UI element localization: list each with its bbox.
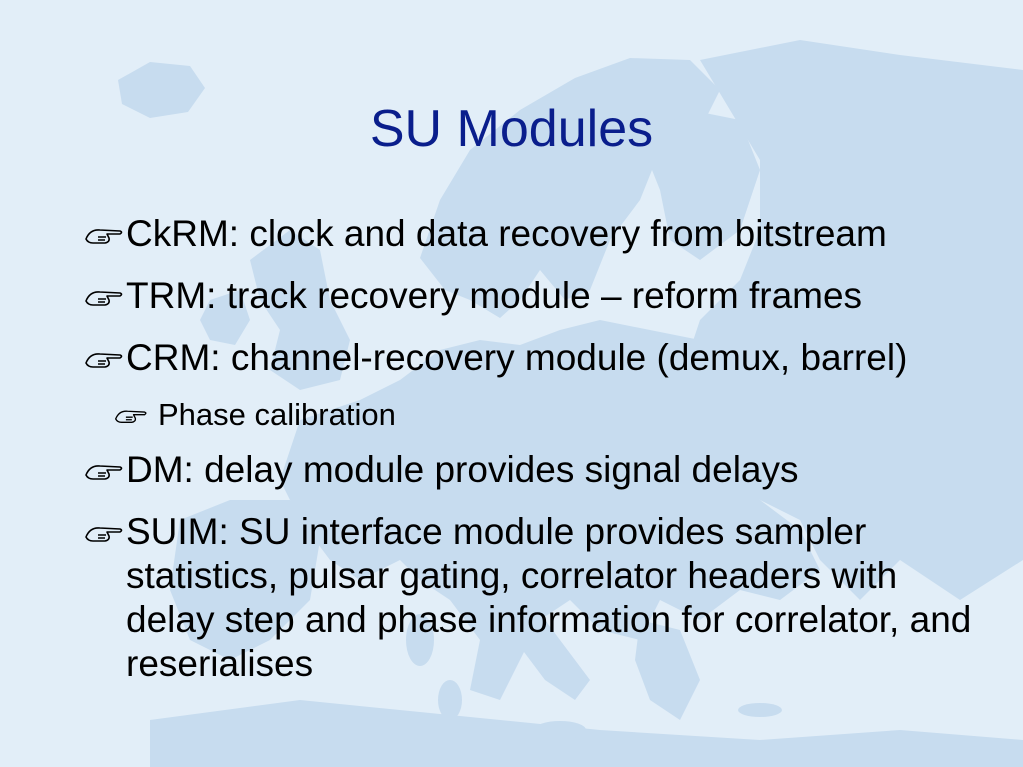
pointing-hand-icon — [85, 465, 123, 480]
bullet-item: CRM: channel-recovery module (demux, bar… — [84, 336, 984, 380]
bullet-item: DM: delay module provides signal delays — [84, 448, 984, 492]
pointing-hand-icon — [85, 527, 123, 542]
bullet-list: CkRM: clock and data recovery from bitst… — [84, 212, 984, 704]
bullet-text: CRM: channel-recovery module (demux, bar… — [126, 337, 908, 378]
bullet-item: TRM: track recovery module – reform fram… — [84, 274, 984, 318]
bullet-text: DM: delay module provides signal delays — [126, 449, 799, 490]
bullet-item: SUIM: SU interface module provides sampl… — [84, 510, 984, 686]
bullet-text: CkRM: clock and data recovery from bitst… — [126, 213, 887, 254]
slide-title: SU Modules — [369, 100, 654, 158]
pointing-hand-icon — [85, 229, 123, 244]
pointing-hand-icon — [85, 353, 123, 368]
pointing-hand-icon — [115, 410, 147, 423]
bullet-text: Phase calibration — [158, 397, 396, 432]
sub-bullet-item: Phase calibration — [84, 396, 984, 434]
bullet-item: CkRM: clock and data recovery from bitst… — [84, 212, 984, 256]
pointing-hand-icon — [85, 291, 123, 306]
bullet-text: TRM: track recovery module – reform fram… — [126, 275, 863, 316]
bullet-text: SUIM: SU interface module provides sampl… — [126, 511, 972, 684]
